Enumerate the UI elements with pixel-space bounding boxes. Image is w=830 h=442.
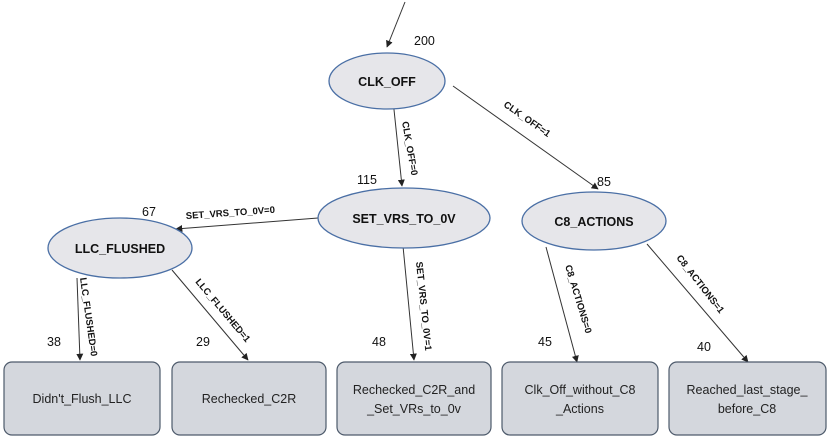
edge-label-clk-off-1: CLK_OFF=1 [501, 99, 553, 140]
leaf-rechecked-c2r-and-set-vrs: Rechecked_C2R_and _Set_VRs_to_0v [336, 361, 492, 436]
node-c8-actions-count: 85 [597, 175, 611, 189]
leaf-clk-off-without-c8-line-2: _Actions [555, 402, 604, 416]
leaf-didnt-flush-llc: Didn't_Flush_LLC [3, 361, 161, 436]
node-clk-off-count: 200 [414, 34, 435, 48]
leaf-reached-last-stage-line-2: before_C8 [718, 402, 776, 416]
leaf-rechecked-c2r-count: 29 [196, 335, 210, 349]
edge-label-set-vrs-1: SET_VRS_TO_0V=1 [413, 261, 433, 352]
leaf-clk-off-without-c8-line-1: Clk_Off_without_C8 [525, 383, 636, 397]
leaf-rechecked-c2r-label: Rechecked_C2R [202, 392, 297, 406]
node-clk-off-label: CLK_OFF [358, 75, 416, 89]
node-set-vrs-to-0v: SET_VRS_TO_0V [317, 187, 491, 249]
leaf-didnt-flush-llc-label: Didn't_Flush_LLC [33, 392, 132, 406]
leaf-reached-last-stage: Reached_last_stage_ before_C8 [668, 361, 827, 436]
edge-label-set-vrs-0: SET_VRS_TO_0V=0 [185, 205, 275, 222]
edge-label-llc-0: LLC_FLUSHED=0 [77, 277, 99, 357]
node-llc-flushed-count: 67 [142, 205, 156, 219]
node-c8-actions-label: C8_ACTIONS [554, 215, 633, 229]
leaf-reached-last-stage-line-1: Reached_last_stage_ [687, 383, 809, 397]
edge-clk-off-1 [452, 85, 599, 190]
leaf-clk-off-without-c8-count: 45 [538, 335, 552, 349]
leaf-rechecked-c2r-and-set-vrs-count: 48 [372, 335, 386, 349]
node-llc-flushed: LLC_FLUSHED [47, 217, 193, 279]
leaf-clk-off-without-c8: Clk_Off_without_C8 _Actions [501, 361, 659, 436]
node-set-vrs-to-0v-count: 115 [357, 173, 377, 187]
node-c8-actions: C8_ACTIONS [521, 191, 667, 251]
node-llc-flushed-label: LLC_FLUSHED [75, 242, 165, 256]
edge-set-vrs-0 [175, 217, 319, 233]
edge-c8-0 [545, 246, 579, 363]
leaf-rechecked-c2r: Rechecked_C2R [171, 361, 327, 436]
edge-label-clk-off-0: CLK_OFF=0 [399, 121, 419, 177]
leaf-rechecked-c2r-and-set-vrs-line-1: Rechecked_C2R_and [353, 383, 475, 397]
edge-c8-1 [646, 243, 749, 363]
leaf-rechecked-c2r-and-set-vrs-line-2: _Set_VRs_to_0v [366, 402, 462, 416]
edge-set-vrs-1 [402, 245, 417, 361]
node-clk-off: CLK_OFF [328, 52, 446, 110]
edge-llc-1 [171, 269, 249, 361]
node-set-vrs-to-0v-label: SET_VRS_TO_0V [352, 212, 456, 226]
leaf-didnt-flush-llc-count: 38 [47, 335, 61, 349]
edge-clk-off-0 [392, 99, 405, 187]
entry-edge [386, 1, 406, 48]
leaf-reached-last-stage-count: 40 [697, 340, 711, 354]
edge-llc-0 [76, 277, 84, 361]
